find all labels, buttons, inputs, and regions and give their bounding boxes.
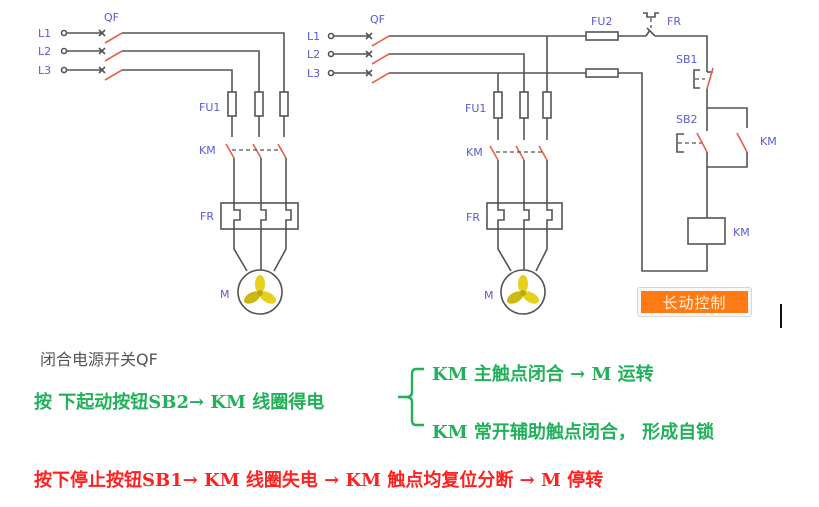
left-fuses-fu1 — [227, 91, 289, 117]
fr-contact-label: FR — [667, 15, 681, 28]
sb2-label: SB2 — [676, 113, 698, 126]
right-circuit: QF L1 L2 L3 FU1 KM — [307, 12, 777, 315]
left-l3-label: L3 — [38, 64, 51, 77]
step-press-stop: 按下停止按钮SB1→ KM 线圈失电 → KM 触点均复位分断 → M 停转 — [34, 470, 604, 491]
left-km-label: KM — [199, 144, 216, 157]
circuit-diagram: QF L1 L2 L3 FU1 — [38, 11, 777, 315]
fan-icon — [244, 275, 276, 304]
right-overload-fr — [486, 202, 563, 230]
text-cursor — [780, 304, 782, 328]
left-breaker-qf — [98, 29, 123, 81]
right-motor-label: M — [484, 289, 494, 302]
fuse-fu2-top — [585, 31, 619, 41]
right-fr-label: FR — [466, 211, 480, 224]
right-l3-label: L3 — [307, 67, 320, 80]
left-km-main-contacts — [225, 143, 287, 159]
left-qf-label: QF — [104, 11, 119, 24]
sb1-label: SB1 — [676, 53, 698, 66]
terminal-l1 — [60, 29, 68, 37]
fr-nc-contact — [643, 12, 659, 37]
result-main-contacts: KM 主触点闭合 → M 运转 — [432, 364, 654, 385]
sb1-stop-button — [693, 67, 714, 90]
step-press-start: 按 下起动按钮SB2→ KM 线圈得电 — [34, 392, 325, 413]
right-km-label: KM — [466, 146, 483, 159]
result-self-lock: KM 常开辅助触点闭合， 形成自锁 — [432, 422, 715, 443]
fan-icon — [507, 275, 539, 304]
left-motor-label: M — [220, 288, 230, 301]
sb2-start-button — [676, 132, 708, 153]
km-coil-label: KM — [733, 226, 750, 239]
terminal-l2 — [60, 47, 68, 55]
km-coil — [687, 217, 726, 245]
fuse-fu2-bottom — [585, 68, 619, 78]
right-fuses-fu1 — [493, 91, 552, 119]
km-aux-contact — [736, 132, 748, 153]
left-fr-label: FR — [200, 210, 214, 223]
left-circuit: QF L1 L2 L3 FU1 — [38, 11, 299, 315]
km-aux-label: KM — [760, 135, 777, 148]
fu2-label: FU2 — [591, 15, 612, 28]
left-motor — [237, 269, 283, 315]
brace-icon — [398, 367, 424, 427]
terminal-l3 — [60, 66, 68, 74]
control-circuit: FU2 FR SB1 S — [585, 12, 777, 272]
right-motor — [500, 269, 546, 315]
mode-button[interactable]: 长动控制 — [637, 287, 752, 317]
left-overload-fr — [220, 202, 299, 230]
mode-button-label: 长动控制 — [641, 291, 748, 313]
left-l2-label: L2 — [38, 45, 51, 58]
left-fu1-label: FU1 — [199, 101, 220, 114]
right-qf-label: QF — [370, 13, 385, 26]
right-l2-label: L2 — [307, 48, 320, 61]
step-close-switch: 闭合电源开关QF — [40, 350, 158, 369]
right-fu1-label: FU1 — [465, 102, 486, 115]
right-l1-label: L1 — [307, 30, 320, 43]
right-breaker-qf — [365, 32, 390, 84]
right-km-main-contacts — [489, 145, 548, 161]
left-l1-label: L1 — [38, 27, 51, 40]
